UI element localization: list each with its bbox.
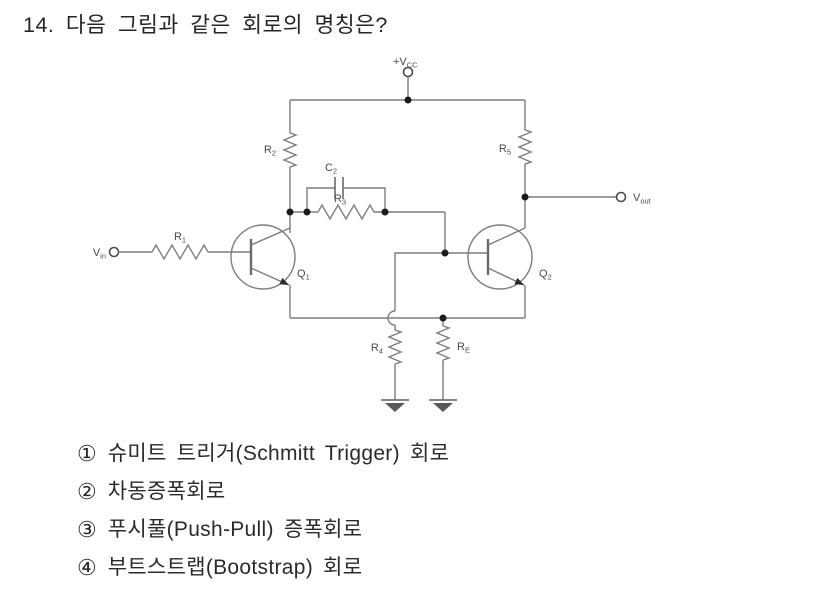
vout-label: Vout <box>633 192 652 206</box>
option-row-4: ④ 부트스트랩(Bootstrap) 회로 <box>77 555 449 580</box>
resistor-r3-coupling: R3 <box>290 193 445 221</box>
c2-label: C2 <box>325 162 337 176</box>
vin-terminal: Vin <box>93 246 120 261</box>
vin-label: Vin <box>93 247 106 261</box>
c2-left-wire <box>306 187 335 212</box>
ground-symbol-left <box>381 399 409 412</box>
junction-dot <box>286 208 294 216</box>
vcc-label: +VCC <box>393 56 418 70</box>
resistor-re-emitter: RE <box>435 318 470 400</box>
option-row-1: ① 슈미트 트리거(Schmitt Trigger) 회로 <box>77 441 449 466</box>
r1-zigzag <box>151 243 209 261</box>
r2-zigzag <box>282 132 298 168</box>
transistor-q1: Q1 <box>230 224 310 318</box>
r1-label: R1 <box>174 231 186 245</box>
q2-body-circle <box>467 224 533 290</box>
junction-dot <box>441 249 449 257</box>
transistor-q2: Q2 <box>445 224 552 318</box>
q2-emitter-arrow <box>514 277 524 285</box>
capacitor-c2: C2 <box>306 162 386 212</box>
question-title: 14. 다음 그림과 같은 회로의 명칭은? <box>23 13 388 37</box>
q2-collector-lead <box>487 227 526 246</box>
option-text: 부트스트랩(Bootstrap) 회로 <box>107 556 363 579</box>
r4-label: R4 <box>371 342 383 356</box>
vout-terminal-circle <box>615 191 627 203</box>
vcc-terminal-circle <box>402 66 414 78</box>
r3-zigzag <box>317 203 375 221</box>
junction-dots <box>286 96 529 322</box>
vout-terminal: Vout <box>525 191 652 206</box>
junction-dot <box>439 314 447 322</box>
r5-zigzag <box>517 129 533 165</box>
option-row-2: ② 차동증폭회로 <box>77 479 449 504</box>
c2-right-wire <box>343 187 386 212</box>
q1-emitter-arrow <box>279 277 289 285</box>
option-text: 슈미트 트리거(Schmitt Trigger) 회로 <box>107 442 450 465</box>
option-row-3: ③ 푸시풀(Push-Pull) 증폭회로 <box>77 517 449 542</box>
ground-symbol-right <box>429 399 457 412</box>
resistor-r5-collector-q2: R5 <box>499 100 533 228</box>
option-number: ③ <box>77 517 97 542</box>
r4-crossover-hop <box>387 310 396 326</box>
r2-label: R2 <box>264 144 276 158</box>
r5-label: R5 <box>499 143 511 157</box>
re-zigzag <box>435 325 451 361</box>
resistor-r1-input: R1 <box>118 231 251 261</box>
r4-top-wire <box>394 252 445 311</box>
r3-label: R3 <box>334 193 346 207</box>
junction-dot <box>404 96 412 104</box>
ground-left-triangle <box>385 403 405 412</box>
option-number: ② <box>77 479 97 504</box>
q2-label: Q2 <box>539 268 552 282</box>
vcc-terminal: +VCC <box>393 56 418 100</box>
junction-dot <box>303 208 311 216</box>
junction-dot <box>381 208 389 216</box>
junction-dot <box>521 193 529 201</box>
option-number: ④ <box>77 555 97 580</box>
resistor-r4-divider: R4 <box>371 252 445 400</box>
ground-right-triangle <box>433 403 453 412</box>
q1-label: Q1 <box>297 268 310 282</box>
vin-terminal-circle <box>108 246 120 258</box>
option-text: 차동증폭회로 <box>107 480 226 503</box>
q1-body-circle <box>230 224 296 290</box>
q1-collector-lead <box>250 227 291 246</box>
resistor-r2-collector-q1: R2 <box>264 100 298 233</box>
option-list: ① 슈미트 트리거(Schmitt Trigger) 회로 ② 차동증폭회로 ③… <box>77 441 449 580</box>
option-text: 푸시풀(Push-Pull) 증폭회로 <box>107 518 363 541</box>
r4-zigzag <box>387 329 403 365</box>
re-label: RE <box>457 341 470 355</box>
option-number: ① <box>77 441 97 466</box>
